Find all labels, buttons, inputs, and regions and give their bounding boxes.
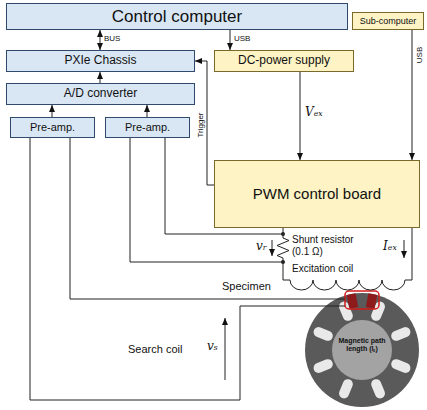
excitation-coil-symbol [283, 228, 412, 290]
signal-label: vᵣ [256, 240, 267, 254]
amplifier-box: Pre-amp. [10, 117, 95, 138]
computer-box: Sub-computer [352, 12, 424, 30]
signal-connector [52, 105, 53, 117]
signal-label: Vₑₓ [305, 106, 323, 120]
voltage-arrow [225, 318, 226, 380]
box-label: PWM control board [253, 185, 381, 202]
signal-connector [147, 105, 148, 117]
part-label: Specimen [222, 280, 271, 293]
box-label: A/D converter [64, 87, 137, 101]
signal-label: BUS [104, 34, 120, 43]
signal-label: Iₑₓ [383, 240, 397, 254]
signal-label: Trigger [196, 112, 205, 137]
box-label: Control computer [112, 7, 242, 27]
junction-dot [281, 260, 285, 264]
converter-box: A/D converter [6, 83, 195, 105]
signal-connector [195, 61, 214, 185]
specimen-illustration [305, 291, 419, 407]
signal-connector [100, 30, 101, 50]
slot [337, 378, 354, 400]
slot [370, 378, 387, 400]
part-label: Shunt resistor (0.1 Ω) [292, 234, 364, 257]
slot [312, 358, 334, 375]
junction-dot [281, 232, 285, 236]
part-label: Excitation coil [292, 263, 353, 275]
box-label: Pre-amp. [30, 121, 75, 134]
signal-connector [300, 72, 301, 160]
current-arrow [404, 240, 405, 258]
coil-block [347, 293, 359, 308]
box-label: Pre-amp. [125, 121, 170, 134]
coil-block [366, 293, 378, 308]
box-label: DC-power supply [238, 54, 330, 68]
signal-label: USB [415, 47, 424, 63]
signal-label: USB [234, 34, 250, 43]
specimen-ring [305, 293, 419, 407]
signal-connector [100, 72, 101, 83]
box-label: PXIe Chassis [64, 54, 136, 68]
part-label: Search coil [128, 343, 182, 356]
specimen-slots [312, 291, 412, 400]
computer-box: Control computer [6, 3, 348, 30]
dimension-label: Magnetic path length (lₛ) [336, 337, 388, 353]
signal-connector [230, 30, 231, 50]
slot [312, 325, 334, 342]
control-board-box: PWM control board [214, 160, 420, 228]
amplifier-box: Pre-amp. [105, 117, 190, 138]
resistor-symbol [277, 238, 289, 258]
voltage-arrow [272, 240, 273, 256]
slot [390, 358, 412, 375]
slot [390, 325, 412, 342]
specimen-hub [332, 320, 392, 380]
signal-connector [412, 30, 413, 160]
chassis-box: PXIe Chassis [6, 50, 195, 72]
power-supply-box: DC-power supply [214, 50, 354, 72]
search-coil-loop [345, 291, 379, 309]
box-label: Sub-computer [360, 16, 417, 26]
signal-label: vₛ [207, 340, 218, 354]
